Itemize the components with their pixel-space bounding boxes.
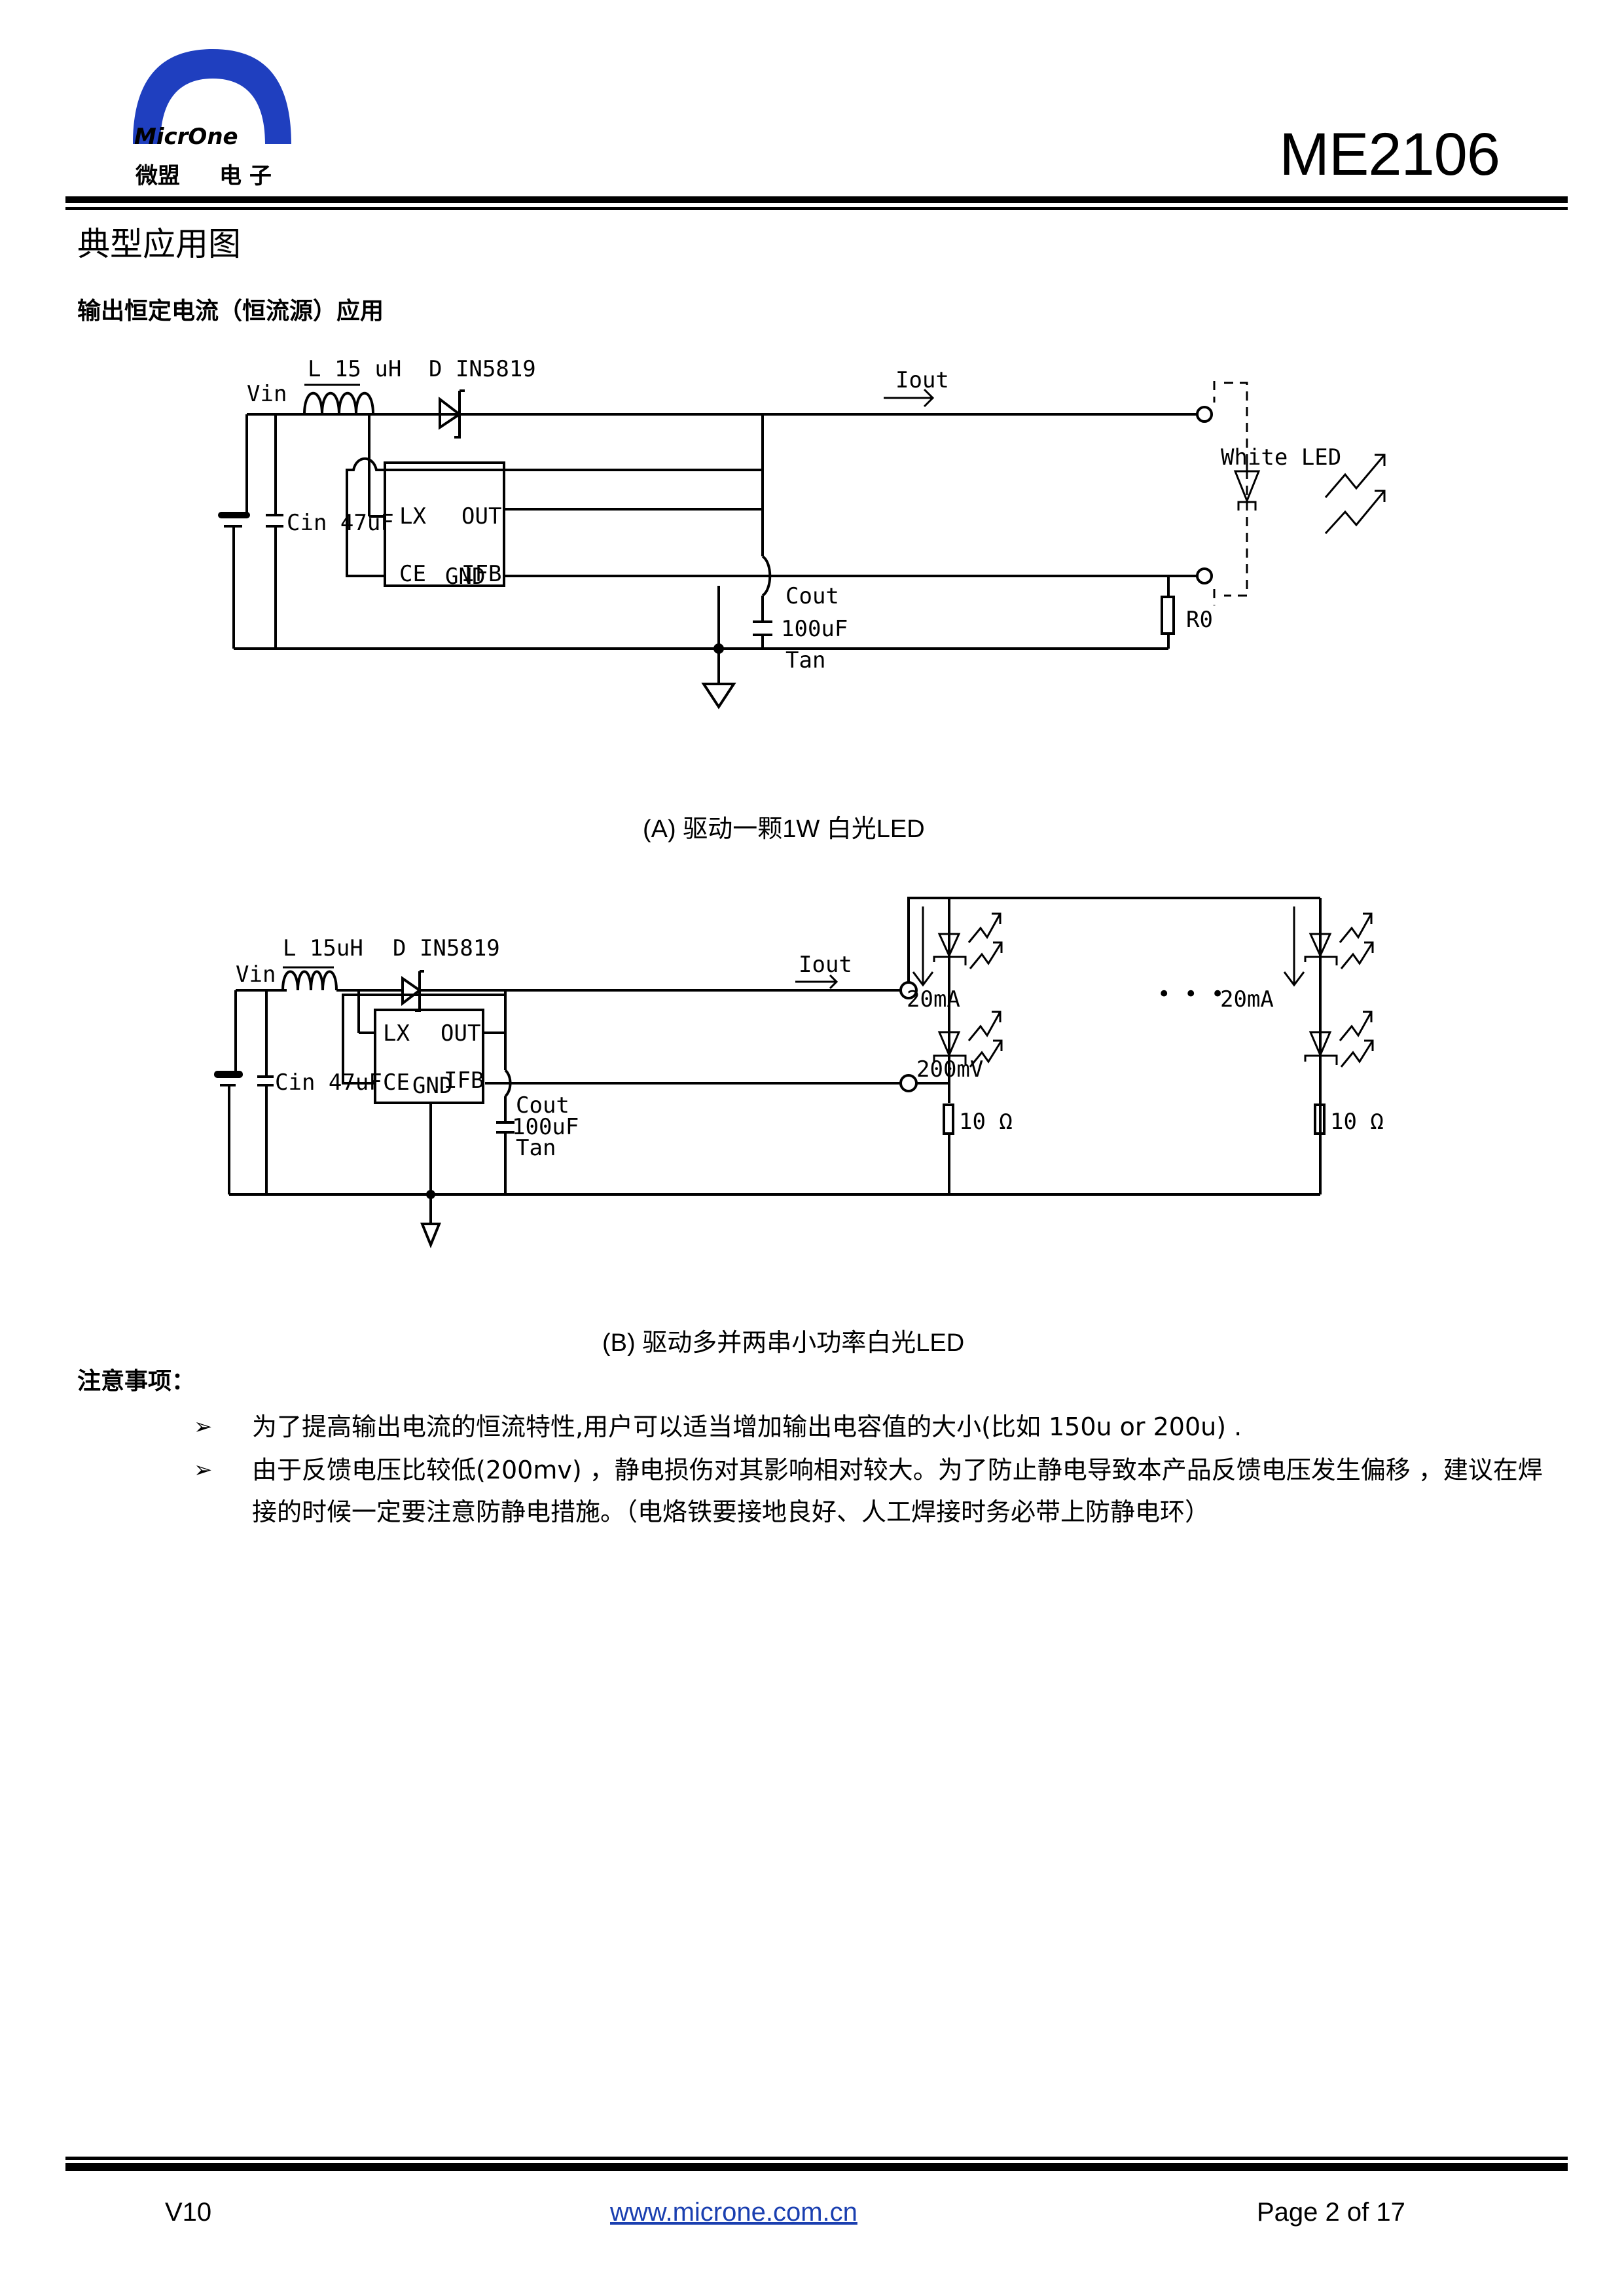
pin-ce: CE bbox=[399, 561, 426, 587]
pin-ifb: IFB bbox=[461, 561, 501, 587]
document-title: ME2106 bbox=[1279, 121, 1500, 188]
bullet-icon: ➢ bbox=[194, 1457, 213, 1483]
pin-gnd: GND bbox=[412, 1073, 452, 1099]
battery-icon bbox=[214, 1071, 243, 1078]
label-inductor: L 15uH bbox=[283, 935, 363, 961]
pin-lx: LX bbox=[399, 503, 426, 529]
battery-icon bbox=[218, 512, 250, 518]
footer-page-number: Page 2 of 17 bbox=[1257, 2198, 1405, 2227]
label-r0: R0 bbox=[1186, 607, 1213, 633]
section-subtitle: 输出恒定电流（恒流源）应用 bbox=[77, 298, 384, 325]
white-led-icon bbox=[1233, 458, 1261, 511]
footer-version: V10 bbox=[165, 2198, 212, 2227]
led-2-1-icon bbox=[1304, 912, 1374, 969]
label-current-1: 20mA bbox=[907, 986, 960, 1013]
led-dashed-outline bbox=[1213, 381, 1248, 605]
capacitor-cin-icon bbox=[257, 1075, 274, 1086]
label-cin: Cin 47uF bbox=[275, 1069, 382, 1096]
label-diode: D IN5819 bbox=[393, 935, 500, 961]
pin-gnd: GND bbox=[445, 564, 485, 590]
logo-text-cn: 微盟 bbox=[135, 163, 180, 189]
schematic-b: Vin L 15uH D IN5819 Iout Cin 47uF LX OUT… bbox=[214, 897, 1384, 1249]
pin-ifb: IFB bbox=[444, 1067, 484, 1094]
header-rule-thick bbox=[65, 196, 1568, 203]
ic-me2106 bbox=[384, 461, 505, 587]
light-emission-icon bbox=[1324, 454, 1386, 535]
output-terminal-minus bbox=[1196, 567, 1213, 584]
led-1-1-icon bbox=[933, 912, 1003, 969]
resistor-r0-icon bbox=[1161, 596, 1175, 635]
footer-rule-thick bbox=[65, 2163, 1568, 2171]
resistor-2-icon bbox=[1314, 1103, 1326, 1135]
inductor-icon bbox=[303, 384, 374, 415]
label-iout: Iout bbox=[799, 952, 852, 978]
label-vin: Vin bbox=[247, 381, 287, 407]
header-rule-thin bbox=[65, 207, 1568, 210]
figure-a-caption: (A) 驱动一颗1W 白光LED bbox=[643, 816, 925, 843]
section-title: 典型应用图 bbox=[77, 225, 241, 263]
logo-arc-icon bbox=[133, 49, 291, 144]
capacitor-cin-icon bbox=[266, 514, 283, 528]
label-ellipsis: • • • bbox=[1157, 981, 1224, 1007]
label-cout-1: Cout bbox=[785, 583, 839, 609]
current-arrow-2-icon bbox=[1283, 906, 1305, 987]
inductor-icon bbox=[281, 966, 338, 991]
diode-icon bbox=[439, 389, 465, 439]
schematic-a: Vin L 15 uH D IN5819 Iout Cin 47uF LX OU… bbox=[218, 356, 1386, 709]
pin-ce: CE bbox=[383, 1069, 410, 1096]
label-resistor-2: 10 Ω bbox=[1330, 1109, 1384, 1135]
label-inductor: L 15 uH bbox=[308, 356, 401, 382]
label-iout: Iout bbox=[895, 367, 949, 393]
footer-rule-thin bbox=[65, 2157, 1568, 2160]
resistor-1-icon bbox=[943, 1103, 954, 1135]
notes-title: 注意事项： bbox=[77, 1368, 196, 1395]
ic-me2106 bbox=[374, 1009, 484, 1104]
label-voltage: 200mV bbox=[916, 1056, 983, 1083]
bullet-icon: ➢ bbox=[194, 1414, 213, 1440]
led-1-2-icon bbox=[933, 1011, 1003, 1067]
ground-icon bbox=[420, 1223, 441, 1249]
label-diode: D IN5819 bbox=[429, 356, 536, 382]
label-cout-2: 100uF bbox=[512, 1114, 579, 1140]
capacitor-cout-icon bbox=[753, 620, 772, 636]
microne-logo: MicrOne 微盟 电 子 bbox=[128, 46, 298, 196]
logo-text-cn-small: 电 子 bbox=[219, 163, 272, 189]
footer-website-link[interactable]: www.microne.com.cn bbox=[610, 2198, 857, 2227]
pin-lx: LX bbox=[383, 1020, 410, 1047]
label-cout-2: 100uF bbox=[781, 616, 848, 642]
figure-b-caption: (B) 驱动多并两串小功率白光LED bbox=[602, 1329, 965, 1357]
current-arrow-1-icon bbox=[912, 906, 934, 987]
label-vin: Vin bbox=[236, 961, 276, 988]
label-resistor-1: 10 Ω bbox=[959, 1109, 1013, 1135]
label-current-2: 20mA bbox=[1220, 986, 1274, 1013]
note-item-2: 由于反馈电压比较低(200mv) ，静电损伤对其影响相对较大。为了防止静电导致本… bbox=[252, 1456, 1543, 1526]
label-cout-3: Tan bbox=[785, 647, 825, 673]
led-2-2-icon bbox=[1304, 1011, 1374, 1067]
output-terminal-plus bbox=[1196, 406, 1213, 423]
ground-icon bbox=[701, 683, 736, 709]
label-cout-1: Cout bbox=[516, 1092, 569, 1119]
note-item-1: 为了提高输出电流的恒流特性,用户可以适当增加输出电容值的大小(比如 150u o… bbox=[252, 1412, 1242, 1441]
label-cout-3: Tan bbox=[516, 1135, 556, 1161]
label-cin: Cin 47uF bbox=[287, 510, 394, 536]
output-terminal-minus bbox=[899, 1074, 918, 1092]
logo-text-en: MicrOne bbox=[134, 124, 238, 150]
label-white-led: White LED bbox=[1221, 444, 1341, 471]
pin-out: OUT bbox=[461, 503, 501, 529]
iout-arrow-icon bbox=[795, 974, 839, 990]
iout-arrow-icon bbox=[884, 388, 935, 408]
pin-out: OUT bbox=[441, 1020, 480, 1047]
